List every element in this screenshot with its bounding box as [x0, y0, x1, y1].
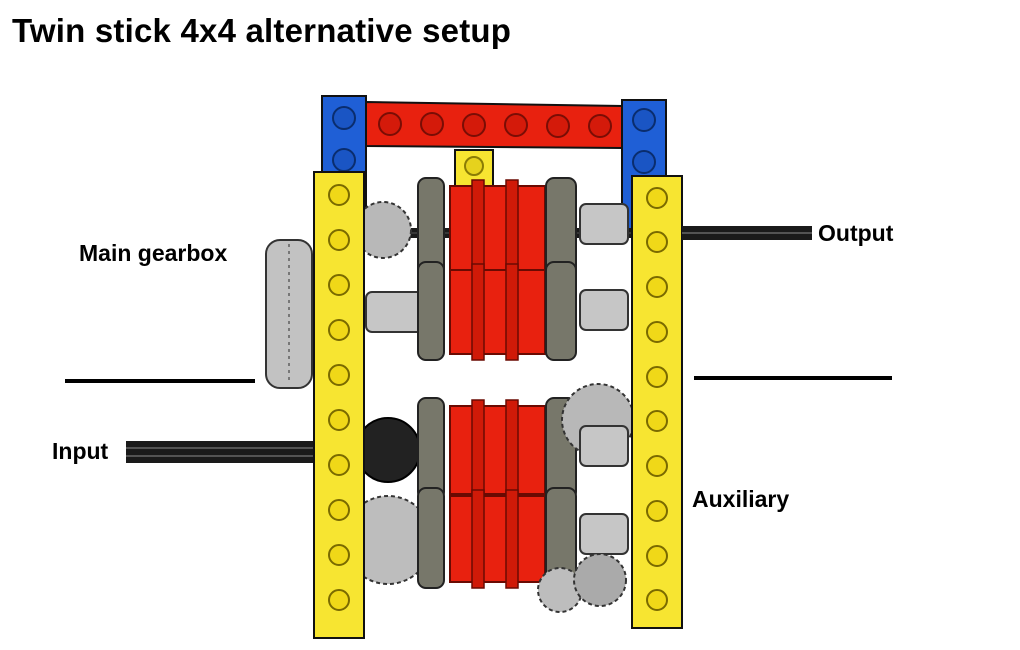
diagram-title: Twin stick 4x4 alternative setup [12, 12, 512, 49]
gear-row-3 [355, 383, 635, 501]
label-output: Output [818, 220, 894, 246]
red-top-beam [365, 100, 623, 150]
label-input: Input [52, 438, 109, 464]
label-auxiliary: Auxiliary [692, 486, 790, 512]
main-gearbox-outer-gear [265, 239, 313, 389]
yellow-beam-left-holes [328, 184, 350, 611]
gear-row-2 [365, 261, 629, 361]
gear-row-4 [343, 487, 629, 613]
yellow-beam-right-holes [646, 187, 668, 611]
label-main-gearbox: Main gearbox [79, 240, 228, 266]
red-beam-holes [378, 112, 612, 138]
gear-row-1 [354, 177, 629, 285]
